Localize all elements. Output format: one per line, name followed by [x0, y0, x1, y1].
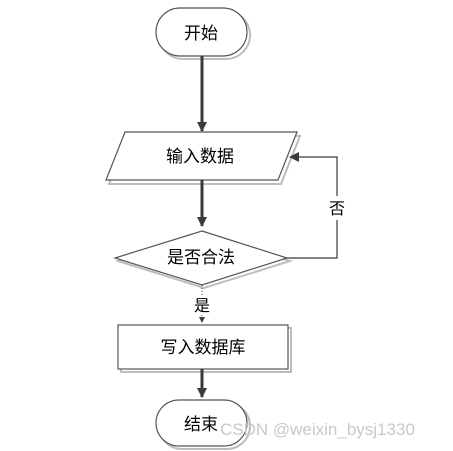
edge-yes-label: 是	[194, 296, 210, 315]
write-label: 写入数据库	[161, 338, 246, 358]
watermark: CSDN @weixin_bysj1330	[220, 420, 415, 439]
input-node: 输入数据	[105, 131, 302, 185]
decision-label: 是否合法	[167, 248, 235, 268]
input-label: 输入数据	[166, 147, 234, 167]
yes-label-background	[190, 295, 214, 315]
edge-no-label: 否	[329, 199, 345, 218]
end-node: 结束	[155, 399, 251, 450]
decision-node: 是否合法	[112, 230, 294, 290]
start-node: 开始	[155, 7, 251, 60]
no-label-background	[326, 196, 348, 220]
start-label: 开始	[184, 24, 218, 44]
write-node: 写入数据库	[117, 324, 292, 373]
end-label: 结束	[184, 415, 218, 435]
